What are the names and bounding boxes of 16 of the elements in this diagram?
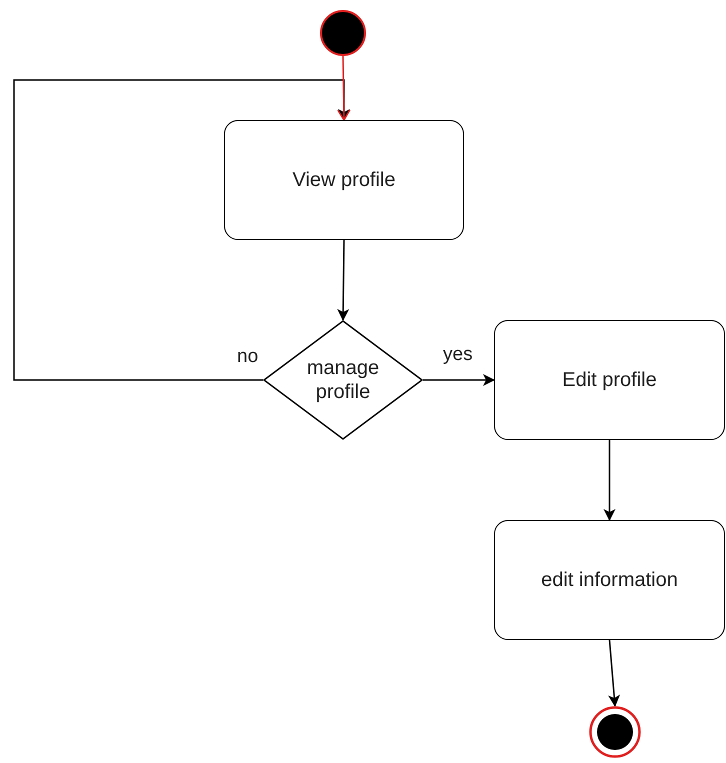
node-text: Edit profile <box>561 368 658 392</box>
node-text: View profile <box>291 168 397 192</box>
edge-label: yes <box>443 344 473 366</box>
arrow <box>608 640 620 707</box>
action-box <box>494 520 725 640</box>
node-text: edit information <box>540 568 679 592</box>
arrow <box>604 440 616 521</box>
action-box <box>224 120 464 240</box>
arrow <box>337 240 350 321</box>
decision-diamond <box>263 320 423 440</box>
action-box <box>494 320 725 440</box>
arrow <box>423 374 495 386</box>
arrow <box>13 79 350 381</box>
node-text: manage profile <box>306 356 380 404</box>
arrow <box>337 56 351 121</box>
edge-label: no <box>237 346 258 368</box>
